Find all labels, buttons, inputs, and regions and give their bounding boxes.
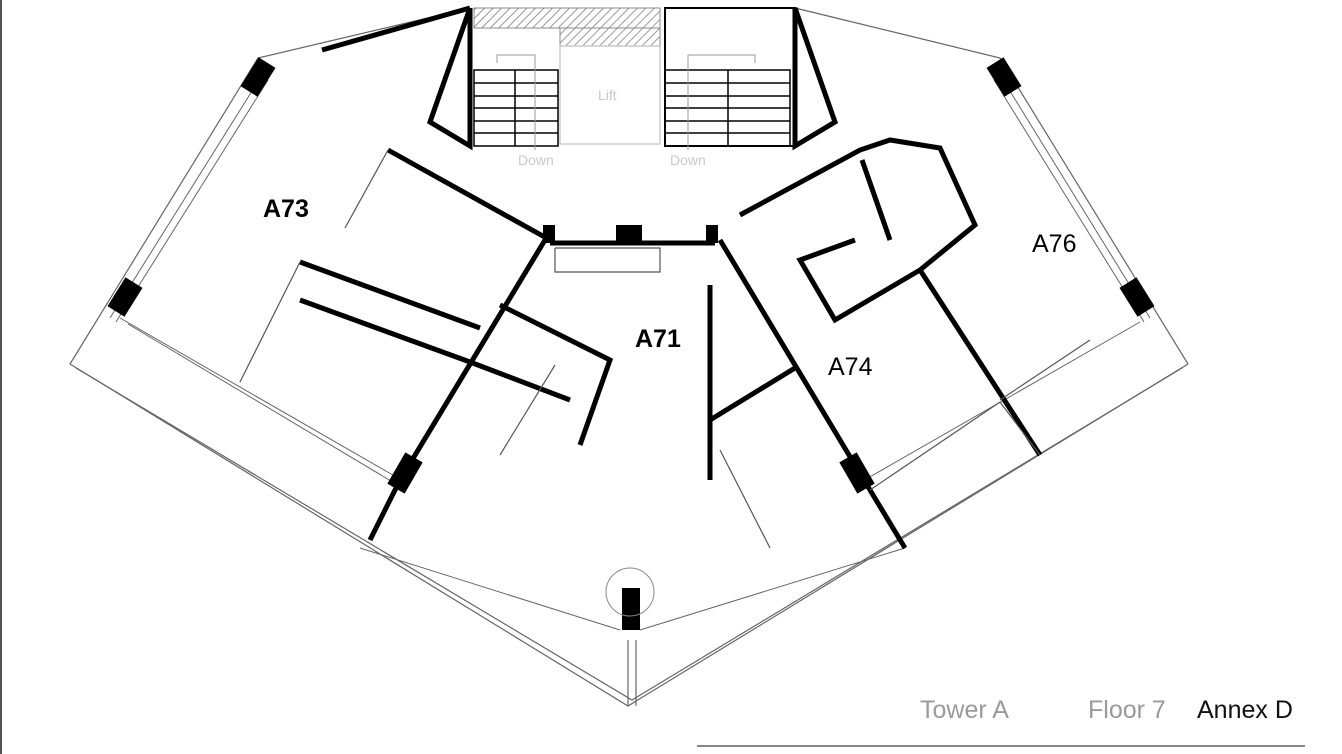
stair-down-label: Down [518,152,554,168]
columns [107,57,1155,630]
stair-core [473,7,796,150]
unit-label-a76: A76 [1032,230,1076,258]
unit-label-a74: A74 [828,353,873,381]
lift-label: Lift [598,87,617,103]
partitions [239,149,1091,549]
page-border [0,0,2,754]
glazing-lines [109,74,1151,631]
annex-label: Annex D [1197,696,1293,724]
footer-divider [697,745,1305,747]
tower-label: Tower A [920,696,1009,724]
outer-balcony-outline [69,7,1189,707]
stair-down-label: Down [670,152,706,168]
floor-label: Floor 7 [1088,696,1166,724]
unit-label-a71: A71 [635,325,681,353]
column-marker [605,567,655,617]
unit-label-a73: A73 [263,195,309,223]
